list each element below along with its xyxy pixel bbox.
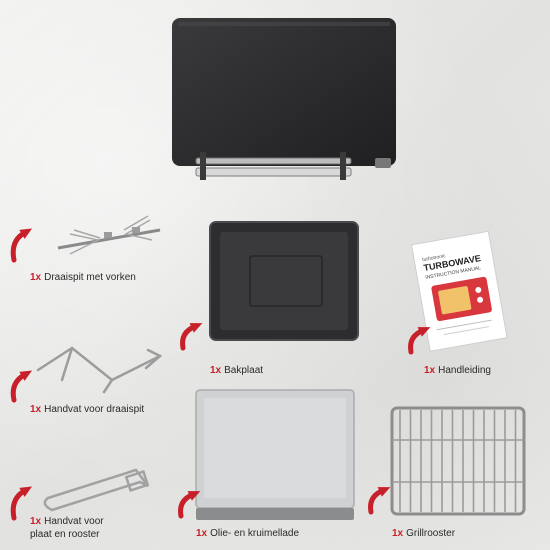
label-text: Handleiding (438, 365, 491, 376)
label-text: Grillrooster (406, 528, 456, 539)
tray-center-indent (249, 255, 323, 307)
manual-cover (410, 230, 508, 352)
crumb-tray-lip (196, 508, 354, 520)
oven-handle (195, 157, 352, 165)
oven-handle-right-bracket (340, 152, 346, 180)
label-qty: 1x (30, 272, 42, 283)
arrowhead-icon (19, 370, 33, 381)
arrowhead-icon (19, 486, 33, 497)
spit-fork-left (69, 229, 101, 255)
label-qty: 1x (424, 365, 436, 376)
label-qty: 1x (392, 528, 404, 539)
label-tray-handle-line2: plaat en rooster (30, 529, 100, 541)
spit-fork-right (123, 215, 153, 241)
oven-handle-bar (195, 167, 352, 177)
crumb-tray-surface (204, 398, 346, 498)
arrowhead-icon (377, 487, 391, 497)
spit-rod (57, 228, 161, 250)
manual-brand-small: turbotronic (422, 253, 447, 263)
oven-knob (375, 158, 391, 168)
label-qty: 1x (196, 528, 208, 539)
oven-handle-left-bracket (200, 152, 206, 180)
label-qty: 1x (210, 365, 222, 376)
spit-collar-left (104, 232, 112, 238)
spit-collar-right (132, 227, 140, 233)
grill-rack-frame (390, 406, 526, 516)
oven-body (172, 18, 396, 166)
arrowhead-icon (19, 228, 33, 239)
label-text: Draaispit met vorken (44, 272, 136, 283)
label-text: Handvat voor draaispit (44, 404, 145, 415)
label-text: plaat en rooster (30, 529, 100, 540)
grill-rack-bars (399, 410, 517, 512)
label-text: Handvat voor (44, 516, 104, 527)
label-qty: 1x (30, 404, 42, 415)
arrowhead-icon (417, 327, 431, 337)
arrowhead-icon (189, 323, 203, 333)
arrowhead-icon (187, 491, 201, 501)
label-qty: 1x (30, 516, 42, 527)
label-text: Bakplaat (224, 365, 264, 376)
oven-top-edge (178, 22, 390, 26)
label-text: Olie- en kruimellade (210, 528, 300, 539)
